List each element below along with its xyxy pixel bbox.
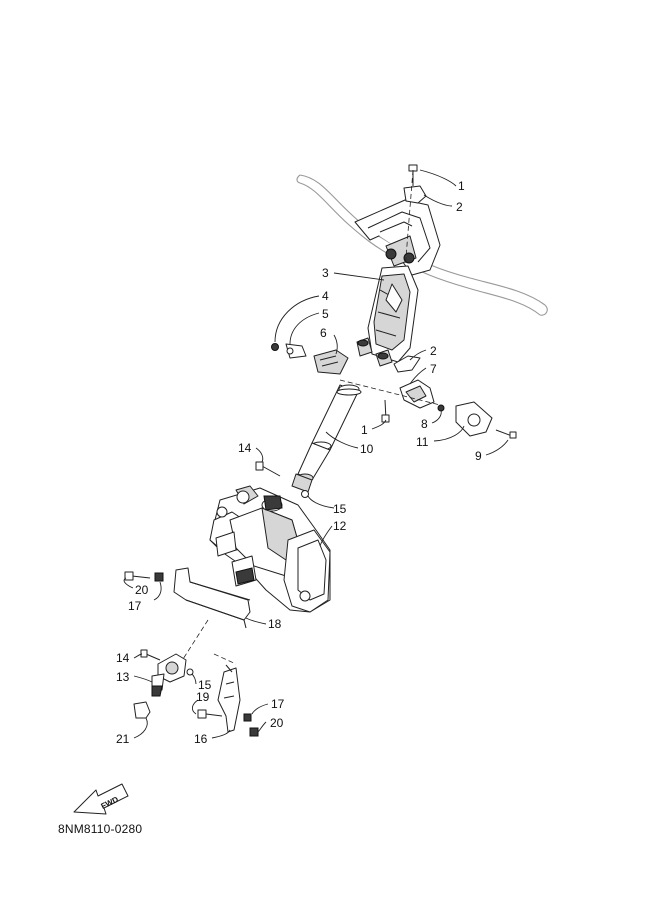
bracket-6 (313, 349, 349, 375)
bolt-20-lower (249, 727, 259, 737)
bolt-20-upper (124, 571, 151, 581)
bolt-19 (197, 709, 223, 719)
clamp-bracket-2 (403, 185, 427, 204)
callout-6: 6 (320, 326, 327, 340)
callout-8: 8 (421, 417, 428, 431)
screw-9 (495, 429, 517, 439)
nut-4 (271, 343, 279, 351)
bolt-1-lower (381, 399, 390, 423)
bolt-14-lower (140, 649, 161, 661)
callout-2b: 2 (430, 344, 437, 358)
callout-1a: 1 (458, 179, 465, 193)
link-5 (285, 343, 307, 359)
callout-9: 9 (475, 449, 482, 463)
nut-15-lower (186, 668, 194, 676)
callout-17b: 17 (271, 697, 285, 711)
fwd-arrow-icon: FWD (73, 783, 129, 815)
nut-17-upper (154, 572, 164, 582)
callout-10: 10 (360, 442, 374, 456)
cap-21 (133, 701, 151, 719)
bolt-1-top (408, 164, 418, 186)
callout-12: 12 (333, 519, 347, 533)
callout-21: 21 (116, 732, 130, 746)
roller-bushings (356, 337, 393, 367)
clamp-7 (399, 379, 435, 409)
callout-14a: 14 (238, 441, 252, 455)
callout-14b: 14 (116, 651, 130, 665)
callout-17a: 17 (128, 599, 142, 613)
clip-2-lower (393, 355, 421, 373)
callout-4: 4 (322, 289, 329, 303)
callout-20a: 20 (135, 583, 149, 597)
nut-15-upper (301, 490, 309, 498)
nut-17-lower (243, 713, 252, 722)
steering-arm-plate-3 (367, 265, 419, 363)
callout-15a: 15 (333, 502, 347, 516)
callout-numbers: 1 2 3 4 5 6 2 7 1 8 10 11 9 14 15 12 20 … (116, 179, 482, 746)
steering-column-10 (291, 384, 362, 493)
callout-5: 5 (322, 307, 329, 321)
bracket-16 (217, 664, 241, 733)
leader-lines (123, 169, 509, 739)
callout-19: 19 (196, 690, 210, 704)
callout-3: 3 (322, 266, 329, 280)
callout-20b: 20 (270, 716, 284, 730)
mount-plate-18 (173, 567, 251, 629)
drawing-code: 8NM8110-0280 (58, 822, 143, 836)
steering-gearbox-12 (209, 485, 331, 613)
callout-18: 18 (268, 617, 282, 631)
pitman-arm-13 (151, 653, 187, 697)
callout-15b: 15 (198, 678, 212, 692)
callout-2a: 2 (456, 200, 463, 214)
cover-11 (455, 401, 493, 437)
callout-1b: 1 (361, 423, 368, 437)
callout-11: 11 (416, 435, 429, 449)
callout-13: 13 (116, 670, 130, 684)
callout-7: 7 (430, 362, 437, 376)
handlebar-crossbar-clamp (354, 199, 441, 276)
callout-16: 16 (194, 732, 208, 746)
bolt-14-upper (255, 461, 281, 477)
